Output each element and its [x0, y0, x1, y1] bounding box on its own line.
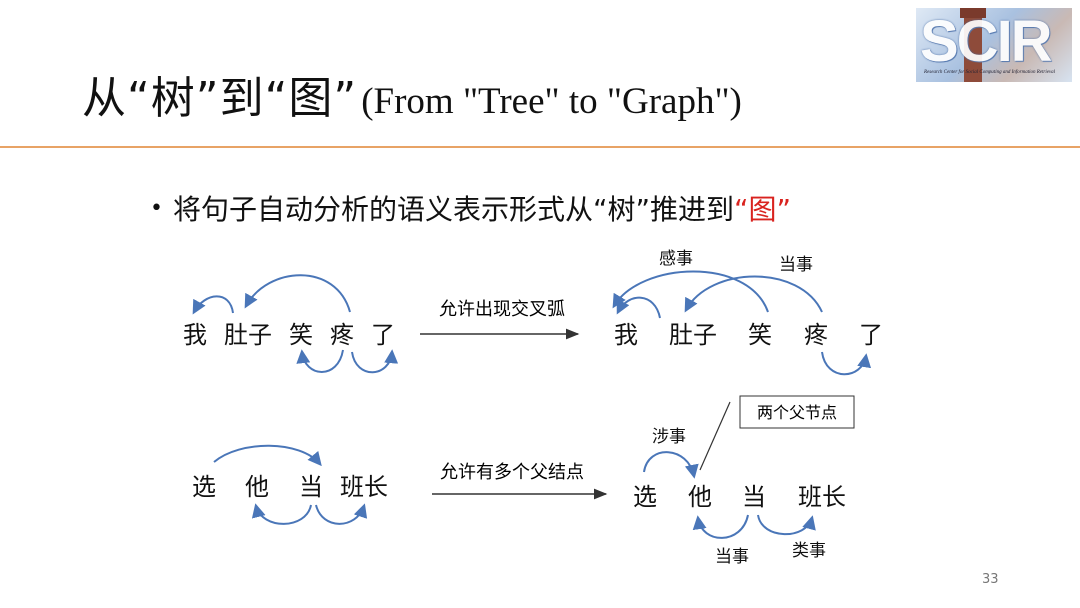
top-left-word-3: 笑 — [289, 321, 313, 349]
arc-br-3 — [757, 514, 816, 536]
title-divider — [0, 146, 1080, 148]
top-left-word-2: 肚子 — [224, 321, 272, 349]
arc-br-1 — [643, 451, 699, 479]
title-english: (From "Tree" to "Graph") — [361, 81, 742, 122]
arc-bl-1 — [213, 444, 322, 467]
title-chinese: 从“树”到“图” — [82, 73, 358, 124]
callout-box — [739, 395, 855, 429]
arc-label-dangshi-bottom: 当事 — [715, 547, 749, 567]
arc-tl-2 — [244, 274, 351, 313]
top-right-word-3: 笑 — [748, 321, 772, 349]
bottom-right-word-2: 他 — [688, 483, 712, 511]
top-left-word-4: 疼 — [330, 321, 354, 349]
logo-subtext: Research Center for Social Computing and… — [924, 70, 1056, 75]
top-right-word-1: 我 — [614, 321, 638, 349]
callout-text: 两个父节点 — [757, 403, 837, 422]
scir-logo: SCIR Research Center for Social Computin… — [916, 8, 1072, 82]
top-left-word-1: 我 — [183, 321, 207, 349]
arc-tr-3 — [684, 275, 823, 313]
arc-tl-1 — [192, 295, 234, 315]
arc-tr-4 — [821, 351, 872, 376]
page-number: 33 — [982, 572, 999, 587]
arc-tl-3 — [296, 349, 344, 373]
top-right-word-2: 肚子 — [669, 321, 717, 349]
bullet-text: 将句子自动分析的语义表示形式从“树”推进到 — [172, 193, 734, 226]
bullet-highlight: “图” — [734, 193, 792, 226]
bottom-right-word-1: 选 — [633, 483, 657, 511]
bullet-point: • 将句子自动分析的语义表示形式从“树”推进到 “图” — [150, 188, 791, 228]
callout-pointer — [699, 401, 731, 471]
bottom-left-word-1: 选 — [192, 473, 216, 501]
bottom-left-word-3: 当 — [299, 473, 323, 501]
arc-br-2 — [692, 514, 749, 539]
arc-tl-4 — [351, 349, 399, 374]
arc-tr-2 — [612, 270, 769, 313]
bottom-arrow-label: 允许有多个父结点 — [440, 462, 584, 483]
arc-bl-2 — [251, 503, 312, 525]
top-right-word-4: 疼 — [804, 321, 828, 349]
bullet-dot-icon: • — [150, 195, 163, 221]
arc-bl-3 — [315, 503, 368, 525]
bottom-right-word-4: 班长 — [798, 483, 846, 511]
arc-label-ganshi: 感事 — [659, 249, 693, 269]
bottom-left-word-4: 班长 — [340, 473, 388, 501]
bottom-left-word-2: 他 — [245, 473, 269, 501]
arc-label-leishi: 类事 — [792, 541, 826, 561]
top-right-word-5: 了 — [859, 321, 883, 349]
arc-label-dangshi-top: 当事 — [779, 255, 813, 275]
top-left-word-5: 了 — [371, 321, 395, 349]
logo-text: SCIR — [920, 9, 1053, 74]
arc-tr-1 — [616, 296, 661, 319]
logo-tower-image — [960, 8, 986, 82]
arc-label-sheshi: 涉事 — [652, 427, 686, 447]
slide-title: 从“树”到“图” (From "Tree" to "Graph") — [82, 62, 742, 128]
bottom-right-word-3: 当 — [742, 483, 766, 511]
top-arrow-label: 允许出现交叉弧 — [439, 299, 565, 320]
